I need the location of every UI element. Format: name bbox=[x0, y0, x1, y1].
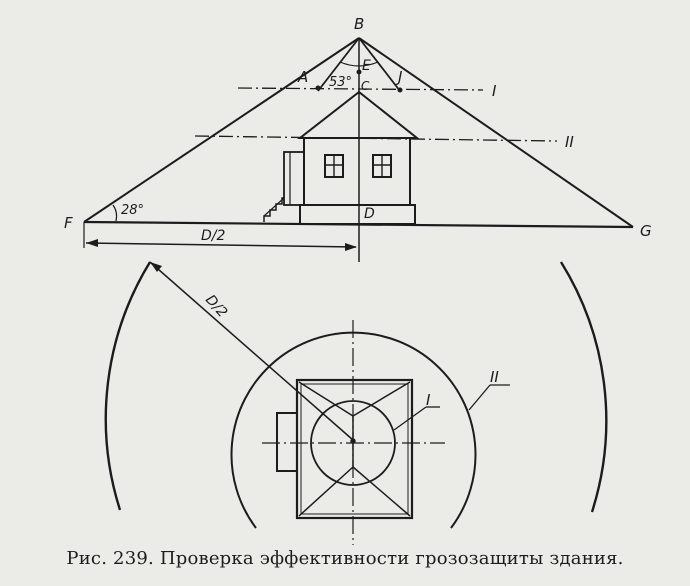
label-g: G bbox=[640, 222, 652, 240]
leader-zone-1 bbox=[393, 406, 427, 431]
arrow-right bbox=[345, 243, 357, 251]
point-a bbox=[315, 85, 321, 91]
label-a: A bbox=[297, 68, 308, 86]
point-j bbox=[397, 87, 403, 93]
building-plan-inner bbox=[300, 383, 409, 515]
label-zone2-top: II bbox=[565, 133, 574, 151]
inner-cone-right bbox=[358, 37, 401, 92]
label-e: E bbox=[362, 58, 371, 74]
half-d-dimension bbox=[85, 242, 357, 248]
outer-arc-right bbox=[559, 261, 608, 513]
label-radius-half-d: D/2 bbox=[202, 292, 230, 321]
label-b: B bbox=[354, 15, 364, 33]
ridge-2 bbox=[352, 381, 411, 417]
level-line-1 bbox=[237, 87, 484, 91]
zone-1-circle bbox=[310, 400, 396, 486]
leader-zone-2 bbox=[468, 384, 491, 411]
label-f: F bbox=[64, 214, 73, 232]
figure-caption: Рис. 239. Проверка эффективности грозоза… bbox=[66, 548, 624, 569]
point-e bbox=[356, 69, 362, 75]
label-half-d: D/2 bbox=[201, 228, 225, 244]
ridge-1 bbox=[298, 381, 354, 417]
outer-arc-left bbox=[104, 261, 152, 511]
angle-arc-top bbox=[339, 61, 379, 67]
label-zone2-plan: II bbox=[490, 368, 499, 386]
elevation-view bbox=[83, 37, 634, 262]
house-porch bbox=[283, 151, 305, 206]
arrow-left bbox=[86, 239, 98, 247]
angle-arc-left bbox=[112, 204, 118, 222]
label-c: C bbox=[361, 79, 370, 93]
ridge-4 bbox=[352, 466, 411, 517]
porch-plan bbox=[276, 412, 298, 472]
label-angle-left: 28° bbox=[121, 203, 144, 218]
house-steps bbox=[263, 197, 284, 222]
plan-view bbox=[104, 261, 608, 545]
label-angle-top: 53° bbox=[329, 75, 352, 90]
house-wall bbox=[303, 137, 411, 206]
inner-cone-left bbox=[317, 37, 360, 92]
radius-line bbox=[149, 261, 354, 441]
cone-line-left bbox=[83, 37, 360, 223]
steps-rail bbox=[263, 197, 285, 217]
label-zone1-plan: I bbox=[426, 391, 431, 409]
house bbox=[263, 90, 420, 225]
label-zone1-top: I bbox=[492, 82, 497, 100]
cone-line-right bbox=[358, 37, 634, 228]
label-d: D bbox=[364, 206, 375, 222]
plan-center bbox=[350, 438, 356, 444]
house-foundation bbox=[299, 204, 416, 225]
radius-arrow bbox=[150, 262, 162, 272]
label-j: J bbox=[395, 68, 402, 86]
ridge-3 bbox=[298, 466, 354, 517]
